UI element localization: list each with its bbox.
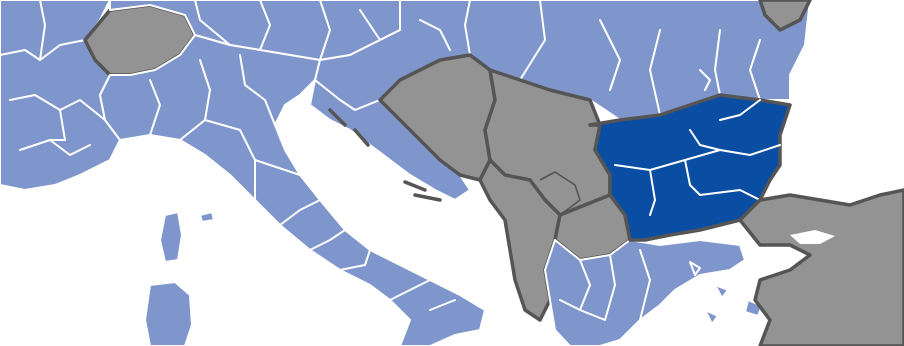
island-corsica[interactable] — [159, 211, 183, 263]
sea-of-marmara — [790, 230, 835, 244]
greece-subdivisions — [559, 249, 651, 321]
bulgaria-subdivisions — [614, 99, 781, 216]
country-moldova[interactable] — [758, 0, 812, 32]
region-croatia-coast[interactable] — [309, 79, 471, 201]
pannonian-subdivisions — [419, 0, 761, 116]
island-elba[interactable] — [199, 211, 215, 223]
france-subdivisions — [0, 0, 106, 156]
croatia-islands — [328, 108, 442, 202]
country-turkey[interactable] — [738, 188, 904, 346]
aegean-islands[interactable] — [689, 261, 783, 337]
region-italy[interactable] — [99, 34, 486, 346]
kosovo-border — [539, 171, 581, 216]
island-sardinia[interactable] — [144, 281, 193, 346]
italy-subdivisions — [149, 54, 456, 311]
central-europe-subdivisions — [194, 0, 381, 61]
